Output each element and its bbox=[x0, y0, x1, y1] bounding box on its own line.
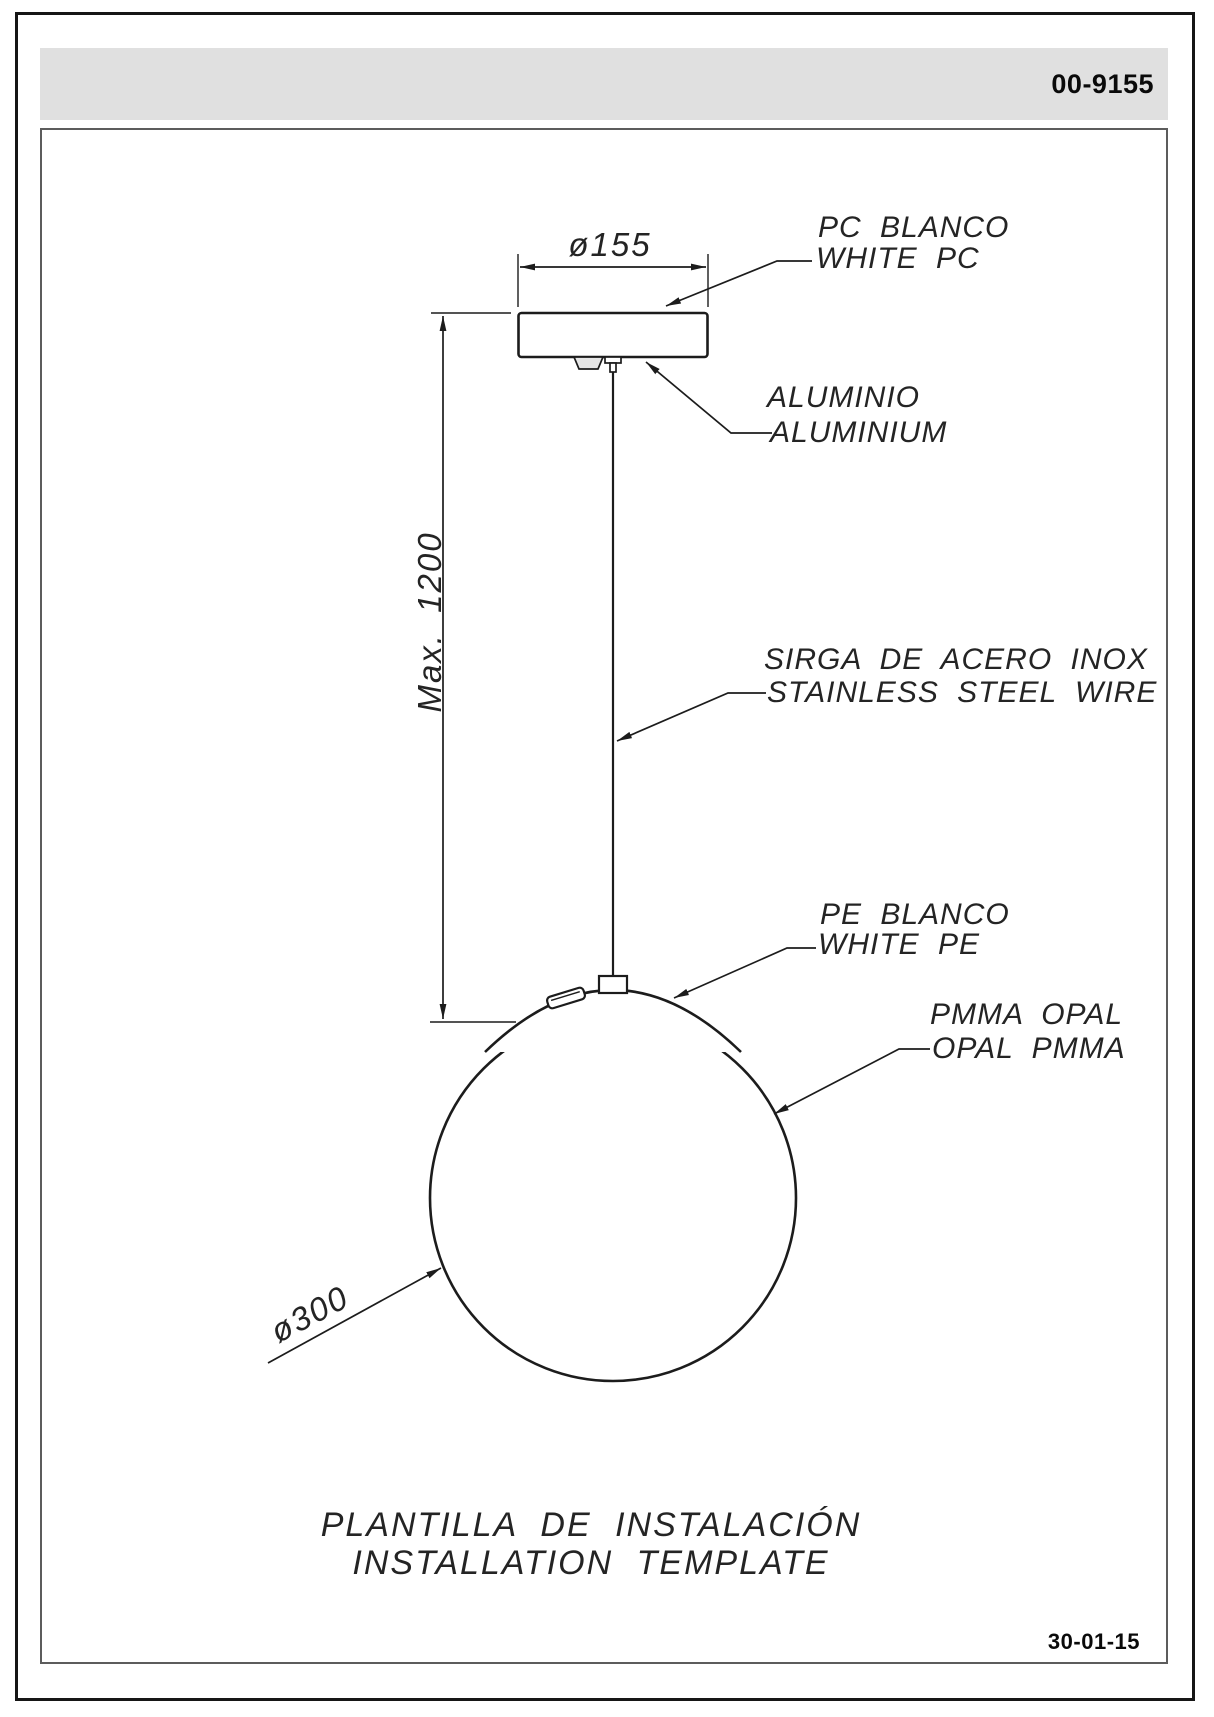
caption-line-es: PLANTILLA DE INSTALACIÓN bbox=[320, 1506, 862, 1544]
canopy-outline bbox=[517, 311, 709, 359]
leader-diffuser bbox=[773, 1048, 930, 1115]
globe-diameter-label: ø300 bbox=[264, 1278, 355, 1350]
caption: PLANTILLA DE INSTALACIÓN INSTALLATION TE… bbox=[141, 1506, 1041, 1582]
leader-cap bbox=[673, 947, 816, 999]
cap-clip bbox=[545, 986, 587, 1010]
header-bar: 00-9155 bbox=[40, 48, 1168, 120]
label-cap-es: PE BLANCO bbox=[820, 898, 1010, 931]
label-canopy-material-es: PC BLANCO bbox=[818, 211, 1009, 244]
canopy-wire-connector bbox=[604, 356, 622, 364]
canopy-wire-stem bbox=[609, 362, 617, 373]
label-cap-en: WHITE PE bbox=[818, 928, 980, 961]
label-canopy-body-en: ALUMINIUM bbox=[768, 416, 947, 449]
label-suspension-en: STAINLESS STEEL WIRE bbox=[767, 676, 1157, 709]
leader-canopy-material bbox=[665, 260, 812, 307]
dim300-leader bbox=[267, 1267, 442, 1364]
cap-wire-connector bbox=[597, 974, 629, 995]
leader-suspension bbox=[616, 692, 766, 742]
max-height-label: Max. 1200 bbox=[411, 531, 448, 712]
date-stamp: 30-01-15 bbox=[1047, 1629, 1140, 1654]
label-suspension-es: SIRGA DE ACERO INOX bbox=[764, 643, 1148, 676]
label-diffuser-en: OPAL PMMA bbox=[932, 1032, 1126, 1065]
document-code: 00-9155 bbox=[1051, 68, 1154, 99]
label-canopy-body-es: ALUMINIO bbox=[765, 381, 920, 414]
leader-canopy-body bbox=[645, 361, 772, 434]
label-diffuser-es: PMMA OPAL bbox=[930, 998, 1123, 1031]
label-canopy-material-en: WHITE PC bbox=[816, 242, 980, 275]
drawing-frame bbox=[40, 128, 1168, 1664]
canopy-diameter-label: ø155 bbox=[568, 226, 651, 263]
canopy-strain-relief bbox=[572, 356, 605, 370]
globe-outline bbox=[428, 1013, 798, 1383]
caption-line-en: INSTALLATION TEMPLATE bbox=[352, 1544, 830, 1582]
